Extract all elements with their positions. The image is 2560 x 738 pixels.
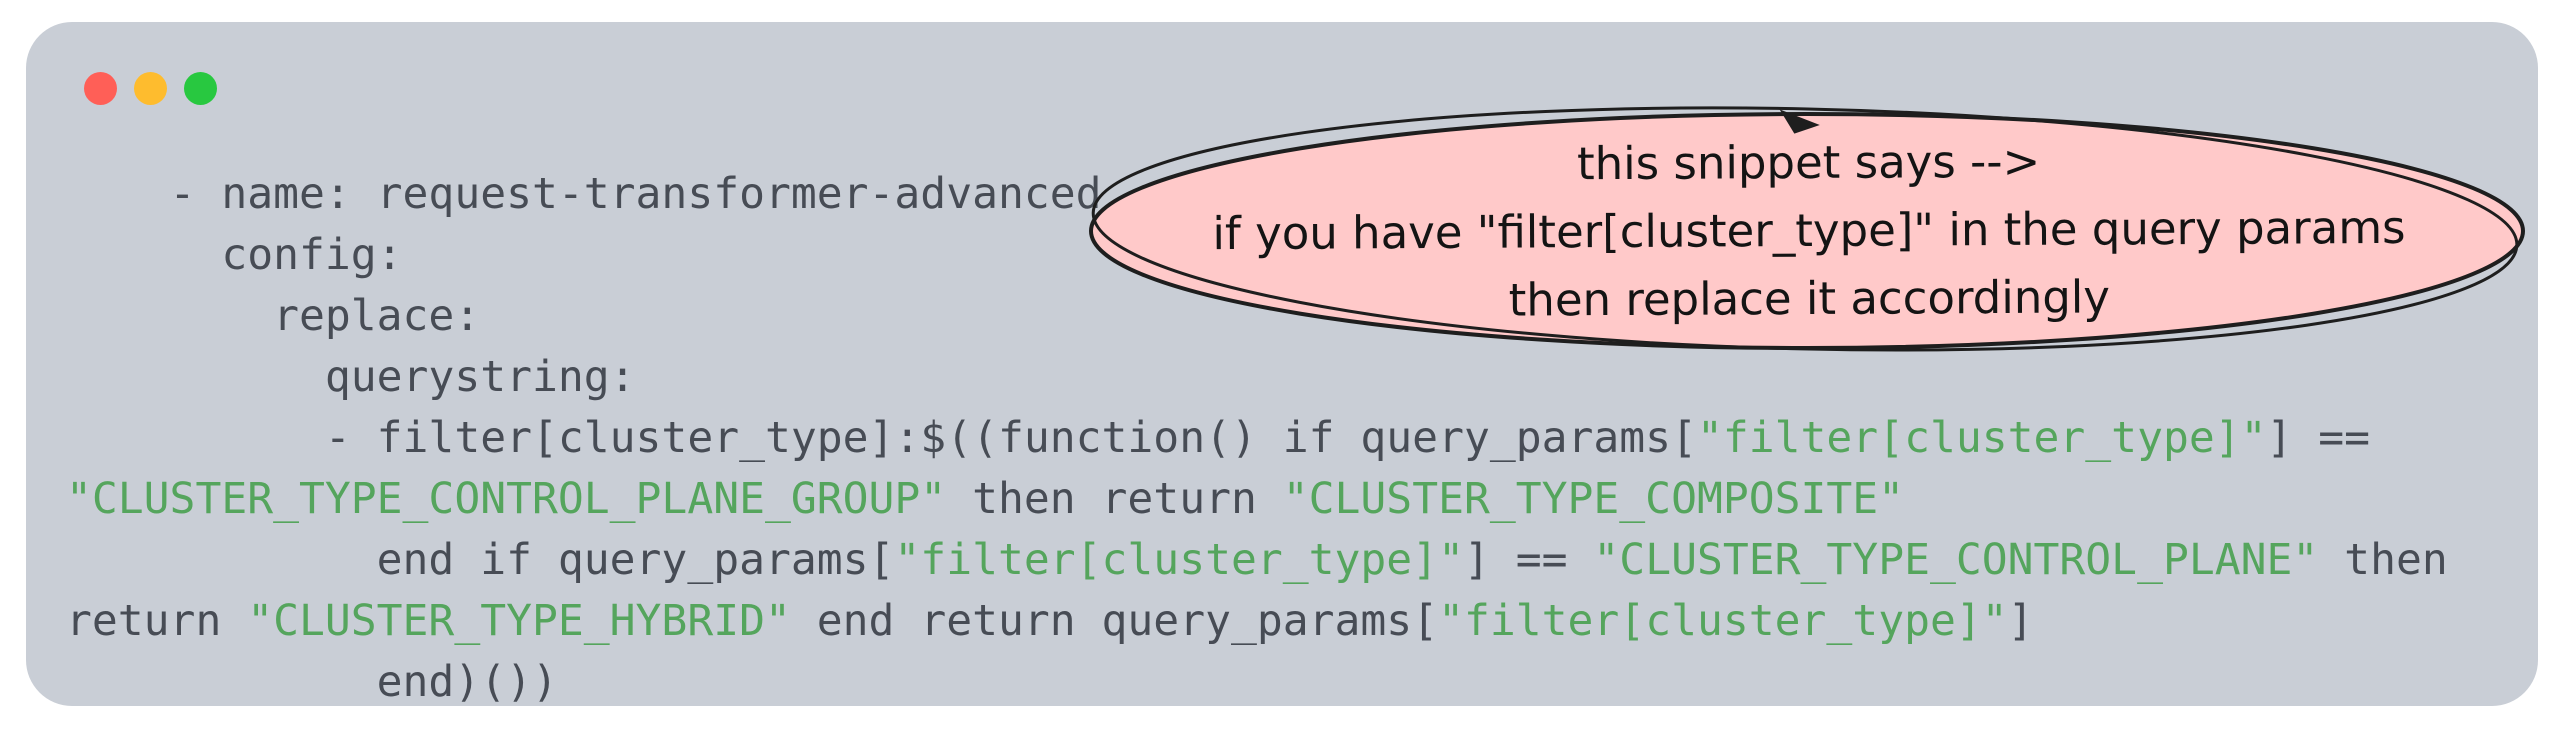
annotation-text: this snippet says --> if you have "filter… — [1077, 96, 2540, 366]
code-line: querystring: — [66, 347, 2528, 408]
code-line: "CLUSTER_TYPE_CONTROL_PLANE_GROUP" then … — [66, 469, 2528, 530]
code-plain-token: then return — [946, 474, 1283, 524]
code-line: end if query_params["filter[cluster_type… — [66, 530, 2528, 591]
traffic-lights — [84, 72, 217, 105]
code-plain-token: end return query_params[ — [790, 596, 1439, 646]
code-plain-token: replace: — [66, 291, 481, 341]
code-string-token: "filter[cluster_type]" — [894, 535, 1464, 585]
code-plain-token: return — [66, 596, 248, 646]
code-plain-token: - filter[cluster_type]:$((function() if … — [66, 413, 1697, 463]
code-line: end)()) — [66, 652, 2528, 713]
code-line: config: — [66, 225, 2528, 286]
code-line: return "CLUSTER_TYPE_HYBRID" end return … — [66, 591, 2528, 652]
code-string-token: "CLUSTER_TYPE_CONTROL_PLANE_GROUP" — [66, 474, 947, 524]
code-plain-token: ] == — [2266, 413, 2371, 463]
code-snippet: - name: request-transformer-advanced con… — [66, 164, 2528, 713]
code-line: replace: — [66, 286, 2528, 347]
traffic-light-zoom-button[interactable] — [184, 72, 217, 105]
code-plain-token: end)()) — [66, 657, 558, 707]
code-plain-token: - name: request-transformer-advanced — [66, 169, 1102, 219]
code-plain-token: config: — [66, 230, 403, 280]
annotation-line: this snippet says --> — [1576, 134, 2041, 191]
code-plain-token: querystring: — [66, 352, 636, 402]
code-string-token: "filter[cluster_type]" — [1696, 413, 2267, 463]
traffic-light-close-button[interactable] — [84, 72, 117, 105]
annotation-bubble: this snippet says --> if you have "filter… — [1078, 100, 2540, 362]
code-plain-token: end if query_params[ — [66, 535, 895, 585]
traffic-light-minimize-button[interactable] — [134, 72, 167, 105]
code-plain-token: ] == — [1463, 535, 1594, 585]
code-line: - name: request-transformer-advanced — [66, 164, 2528, 225]
code-string-token: "CLUSTER_TYPE_CONTROL_PLANE" — [1593, 535, 2319, 585]
code-plain-token: then — [2318, 535, 2448, 585]
annotation-line: if you have "filter[cluster_type]" in th… — [1212, 200, 2406, 261]
annotation-line: then replace it accordingly — [1508, 270, 2111, 327]
code-string-token: "filter[cluster_type]" — [1438, 596, 2008, 646]
code-string-token: "CLUSTER_TYPE_COMPOSITE" — [1282, 474, 1905, 524]
sketch-ellipse-icon — [1089, 106, 2525, 352]
code-string-token: "CLUSTER_TYPE_HYBRID" — [247, 596, 791, 646]
code-plain-token: ] — [2007, 596, 2034, 646]
code-line: - filter[cluster_type]:$((function() if … — [66, 408, 2528, 469]
